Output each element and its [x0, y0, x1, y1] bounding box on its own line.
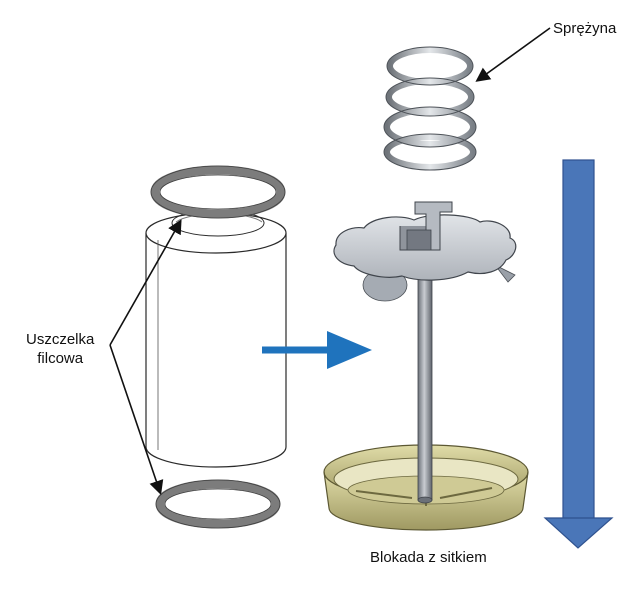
spring-outline: [383, 46, 477, 171]
felt-cylinder: [145, 212, 287, 468]
down-arrow-icon: [543, 159, 614, 549]
spring-seat-plate: [333, 201, 517, 302]
spring-label: Sprężyna: [553, 20, 617, 37]
felt-seal-label: Uszczelka filcowa: [26, 330, 94, 368]
spring: [384, 47, 476, 170]
felt-seal-label-line2: filcowa: [37, 350, 84, 367]
felt-seal-leader-lines: [109, 219, 182, 496]
spring-leader-line: [475, 27, 551, 82]
felt-seal-label-line1: Uszczelka: [26, 331, 95, 348]
lock-with-sieve-label: Blokada z sitkiem: [370, 549, 487, 566]
felt-seal-bottom: [155, 479, 281, 529]
central-stem: [417, 277, 433, 504]
felt-seal-top: [150, 165, 286, 219]
right-arrow-icon: [262, 331, 372, 369]
